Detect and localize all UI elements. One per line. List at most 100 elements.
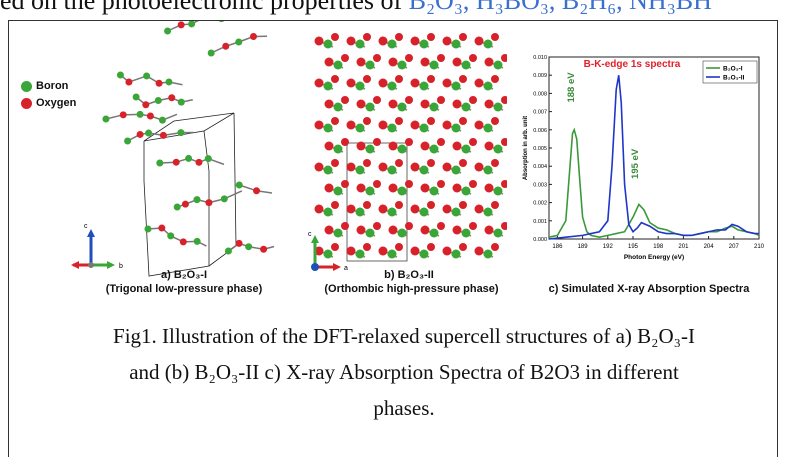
atom [388,82,397,91]
atom [484,124,493,133]
atom [357,100,366,109]
atom [398,61,407,70]
atom [484,40,493,49]
atom [366,103,375,112]
atom [347,79,356,88]
atom [485,142,494,151]
atom [462,61,471,70]
atom [133,94,140,101]
atom [225,248,232,255]
atom [356,40,365,49]
atom [427,117,435,125]
atom [475,205,484,214]
atom [420,124,429,133]
atom [331,75,339,83]
atom [411,205,420,214]
atom [331,201,339,209]
atom [158,225,165,232]
atom [137,131,144,138]
atom [459,33,467,41]
atom [356,250,365,259]
atom [156,80,163,87]
atom [260,246,267,253]
atom [168,94,175,101]
atom [452,40,461,49]
y-tick-label: 0.010 [533,55,547,61]
atom [160,132,167,139]
atom [182,201,189,208]
atom [411,121,420,130]
atom [373,54,381,62]
legend-oxygen: Oxygen [21,97,76,109]
legend-boron-label: Boron [36,80,68,92]
atom [389,184,398,193]
atom [366,61,375,70]
atom [236,182,243,189]
caption-line-1: Fig1. Illustration of the DFT-relaxed su… [39,318,769,354]
atom [459,117,467,125]
atom [222,43,229,50]
atom [193,196,200,203]
atom [379,79,388,88]
y-tick-label: 0.000 [533,237,547,243]
atom [395,243,403,251]
atom [427,201,435,209]
atom [325,142,334,151]
atom [373,180,381,188]
atom [485,100,494,109]
atom [334,61,343,70]
atom [147,112,154,119]
panel-a-sublabel: (Trigonal low-pressure phase) [79,283,289,295]
atom [245,243,252,250]
atom [145,130,152,137]
atom [427,33,435,41]
atom [253,187,260,194]
atom [494,229,503,238]
atom [331,159,339,167]
atom [437,96,445,104]
atom [443,205,452,214]
atom [453,142,462,151]
atom [156,160,163,167]
legend-entry: B₂O₃-I [723,66,743,73]
atom [174,204,181,211]
atom [411,79,420,88]
atom [164,28,171,35]
atom [144,226,151,233]
atom [459,243,467,251]
atom [475,37,484,46]
atom [469,96,477,104]
atom [324,82,333,91]
atom [395,117,403,125]
atom [250,33,257,40]
y-tick-label: 0.001 [533,219,547,225]
atom [363,33,371,41]
atom [315,163,324,172]
atom [357,226,366,235]
series-line-1 [549,130,759,237]
y-tick-label: 0.009 [533,73,547,79]
atom [411,37,420,46]
atom [379,205,388,214]
atom [315,205,324,214]
atom [430,187,439,196]
atom [405,96,413,104]
atom [356,124,365,133]
chart-title: B-K-edge 1s spectra [584,59,681,70]
atom [356,166,365,175]
atom [341,96,349,104]
legend-boron: Boron [21,80,68,92]
atom [437,138,445,146]
atom [357,184,366,193]
atom [459,159,467,167]
atom [459,75,467,83]
atom [494,187,503,196]
atom [491,75,499,83]
atom [420,250,429,259]
atom [430,229,439,238]
atom [475,79,484,88]
y-tick-label: 0.002 [533,201,547,207]
atom [155,97,162,104]
atom [427,75,435,83]
atom [469,180,477,188]
